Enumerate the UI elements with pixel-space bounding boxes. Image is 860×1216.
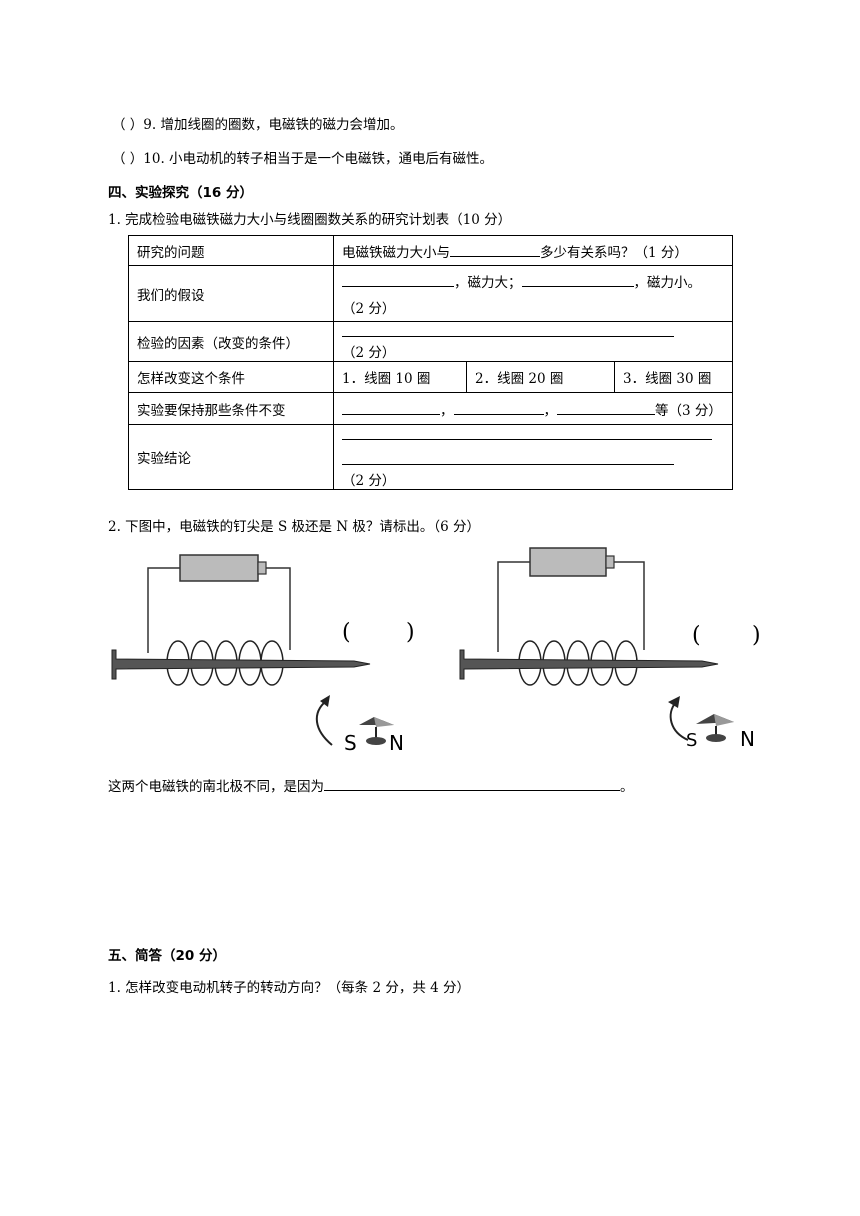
tf-item-9: （ ）9. 增加线圈的圈数，电磁铁的磁力会增加。: [112, 113, 403, 133]
answer-paren[interactable]: （ ）: [112, 117, 144, 133]
table-row: 检验的因素（改变的条件） （2 分）: [128, 321, 733, 362]
battery-terminal-icon: [605, 555, 615, 569]
question-2-follow-up: 这两个电磁铁的南北极不同，是因为。: [108, 775, 634, 795]
paren-right: ): [752, 623, 761, 648]
answer-blank[interactable]: [342, 322, 674, 337]
answer-blank[interactable]: [324, 776, 620, 791]
answer-blank[interactable]: [557, 400, 655, 415]
battery-terminal-icon: [257, 561, 267, 575]
row-label: 我们的假设: [128, 265, 334, 322]
row-content: ，，等（3 分）: [333, 392, 733, 425]
battery-icon: [529, 547, 607, 577]
row-label: 实验要保持那些条件不变: [128, 392, 334, 425]
circuit-wire: [497, 561, 645, 652]
row-content: 1．线圈 10 圈 2．线圈 20 圈 3．线圈 30 圈: [333, 361, 733, 393]
option-cell: 1．线圈 10 圈: [342, 371, 431, 387]
question-text: 9. 增加线圈的圈数，电磁铁的磁力会增加。: [143, 117, 404, 133]
question-1-text: 1. 完成检验电磁铁磁力大小与线圈圈数关系的研究计划表（10 分）: [108, 212, 512, 228]
compass-n-label: N: [389, 731, 404, 755]
table-row: 怎样改变这个条件 1．线圈 10 圈 2．线圈 20 圈 3．线圈 30 圈: [128, 361, 733, 393]
question-1-text: 1. 怎样改变电动机转子的转动方向？（每条 2 分，共 4 分）: [108, 980, 471, 996]
row-content: （2 分）: [333, 424, 733, 490]
table-row: 研究的问题 电磁铁磁力大小与多少有关系吗？（1 分）: [128, 235, 733, 266]
compass-s-label: S: [686, 730, 697, 751]
compass-n-label: N: [740, 727, 755, 751]
compass-s-label: S: [344, 731, 357, 755]
answer-blank[interactable]: [450, 242, 540, 257]
answer-blank[interactable]: [342, 425, 712, 440]
paren-left: (: [692, 623, 701, 648]
question-2-text: 2. 下图中，电磁铁的钉尖是 S 极还是 N 极？请标出。（6 分）: [108, 519, 481, 535]
row-label: 研究的问题: [128, 235, 334, 266]
question-text: 10. 小电动机的转子相当于是一个电磁铁，通电后有磁性。: [143, 151, 494, 167]
answer-blank[interactable]: [342, 272, 454, 287]
nail-icon: [111, 649, 371, 680]
table-row: 实验要保持那些条件不变 ，，等（3 分）: [128, 392, 733, 425]
section-heading: 五、简答（20 分）: [108, 948, 226, 964]
arrow-icon: [316, 700, 333, 746]
electromagnet-figure-left: ( ) S N: [111, 554, 415, 755]
answer-blank[interactable]: [521, 272, 634, 287]
row-label: 怎样改变这个条件: [128, 361, 334, 393]
arrowhead-icon: [668, 696, 680, 708]
answer-blank[interactable]: [342, 450, 674, 465]
row-label: 实验结论: [128, 424, 334, 490]
table-row: 实验结论 （2 分）: [128, 424, 733, 490]
row-content: （2 分）: [333, 321, 733, 362]
row-content: 电磁铁磁力大小与多少有关系吗？（1 分）: [333, 235, 733, 266]
answer-paren[interactable]: （ ）: [112, 151, 144, 167]
battery-icon: [179, 554, 259, 582]
answer-blank[interactable]: [342, 400, 440, 415]
tf-item-10: （ ）10. 小电动机的转子相当于是一个电磁铁，通电后有磁性。: [112, 147, 493, 167]
answer-blank[interactable]: [453, 400, 544, 415]
section-heading: 四、实验探究（16 分）: [108, 185, 253, 201]
paren-right: ): [406, 620, 415, 645]
nail-icon: [459, 649, 719, 680]
row-content: ，磁力大；，磁力小。 （2 分）: [333, 265, 733, 322]
row-label: 检验的因素（改变的条件）: [128, 321, 334, 362]
option-cell: 3．线圈 30 圈: [614, 362, 732, 392]
electromagnet-figure-right: ( ) S N: [459, 547, 761, 751]
compass-icon: [696, 714, 734, 742]
arrowhead-icon: [320, 695, 330, 707]
compass-icon: [359, 717, 394, 745]
paren-left: (: [342, 620, 351, 645]
option-cell: 2．线圈 20 圈: [466, 362, 614, 392]
research-plan-table: 研究的问题 电磁铁磁力大小与多少有关系吗？（1 分） 我们的假设 ，磁力大；，磁…: [128, 235, 733, 490]
table-row: 我们的假设 ，磁力大；，磁力小。 （2 分）: [128, 265, 733, 322]
circuit-wire: [147, 567, 291, 653]
